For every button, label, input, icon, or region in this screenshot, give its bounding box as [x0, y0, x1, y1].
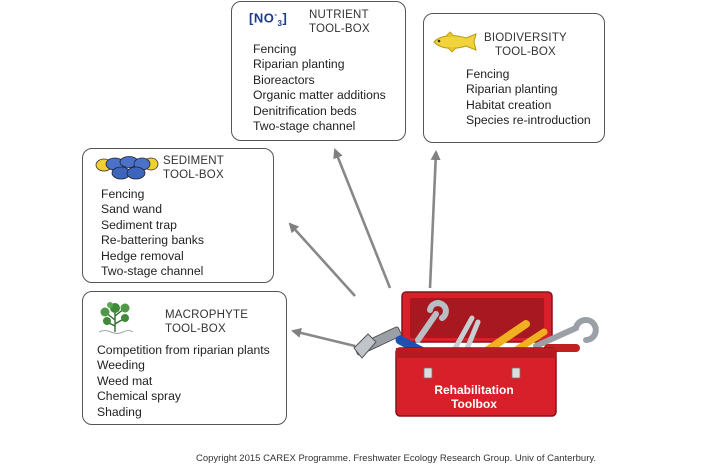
macrophyte-tool-list: Competition from riparian plants Weeding…	[97, 343, 270, 420]
list-item: Bioreactors	[253, 72, 315, 87]
list-item: Competition from riparian plants	[97, 343, 270, 357]
toolbox-label-line1: Rehabilitation	[434, 383, 513, 397]
sediment-toolbox-title: SEDIMENT TOOL-BOX	[163, 155, 225, 181]
biodiversity-toolbox-card: BIODIVERSITY TOOL-BOX Fencing Riparian p…	[423, 13, 605, 143]
copyright-notice: Copyright 2015 CAREX Programme. Freshwat…	[196, 453, 597, 464]
nutrient-toolbox-card: [NO-3] NUTRIENT TOOL-BOX Fencing Riparia…	[231, 1, 406, 141]
toolbox-latch-right	[511, 367, 521, 379]
spanner-icon	[533, 317, 599, 349]
list-item: Fencing	[466, 67, 510, 81]
arrow-to-biodiversity	[428, 150, 441, 289]
list-item: Re-battering banks	[101, 233, 204, 248]
sediment-tool-list: Fencing Sand wand Sediment trap Re-batte…	[101, 187, 204, 279]
hammer-head	[353, 333, 377, 359]
wrench-icon	[415, 300, 449, 343]
list-item: Two-stage channel	[101, 264, 204, 279]
nutrient-tool-list: Fencing Riparian planting Bioreactors Or…	[253, 42, 386, 134]
list-item: Organic matter additions	[253, 88, 386, 103]
biodiversity-toolbox-title: BIODIVERSITY TOOL-BOX	[484, 32, 567, 58]
list-item: Habitat creation	[466, 97, 552, 112]
arrow-to-macrophyte	[291, 328, 356, 348]
nutrient-toolbox-title: NUTRIENT TOOL-BOX	[309, 9, 370, 35]
macrophyte-toolbox-card: MACROPHYTE TOOL-BOX Competition from rip…	[82, 291, 287, 425]
list-item: Two-stage channel	[253, 119, 356, 134]
aquatic-plant-icon	[98, 302, 133, 334]
arrow-to-nutrient	[333, 148, 392, 289]
list-item: Species re-introduction	[466, 113, 591, 128]
list-item: Shading	[97, 404, 142, 419]
rehabilitation-toolbox-illustration: Rehabilitation Toolbox	[353, 291, 599, 417]
list-item: Fencing	[101, 187, 145, 201]
list-item: Sediment trap	[101, 217, 177, 232]
list-item: Weeding	[97, 358, 145, 373]
macrophyte-toolbox-title: MACROPHYTE TOOL-BOX	[165, 309, 249, 335]
list-item: Riparian planting	[466, 82, 558, 97]
sediment-toolbox-card: SEDIMENT TOOL-BOX Fencing Sand wand Sedi…	[82, 148, 274, 283]
toolbox-label-line2: Toolbox	[451, 397, 497, 411]
list-item: Denitrification beds	[253, 103, 357, 118]
arrow-to-sediment	[288, 222, 356, 297]
fish-icon	[433, 31, 477, 53]
list-item: Chemical spray	[97, 389, 181, 404]
nitrate-formula: [NO-3]	[249, 10, 288, 28]
list-item: Riparian planting	[253, 57, 345, 72]
list-item: Weed mat	[97, 373, 153, 388]
list-item: Hedge removal	[101, 248, 184, 263]
list-item: Fencing	[253, 42, 297, 56]
list-item: Sand wand	[101, 202, 162, 217]
toolbox-latch-left	[423, 367, 433, 379]
biodiversity-tool-list: Fencing Riparian planting Habitat creati…	[466, 67, 591, 129]
sediment-pebbles-icon	[95, 156, 159, 180]
